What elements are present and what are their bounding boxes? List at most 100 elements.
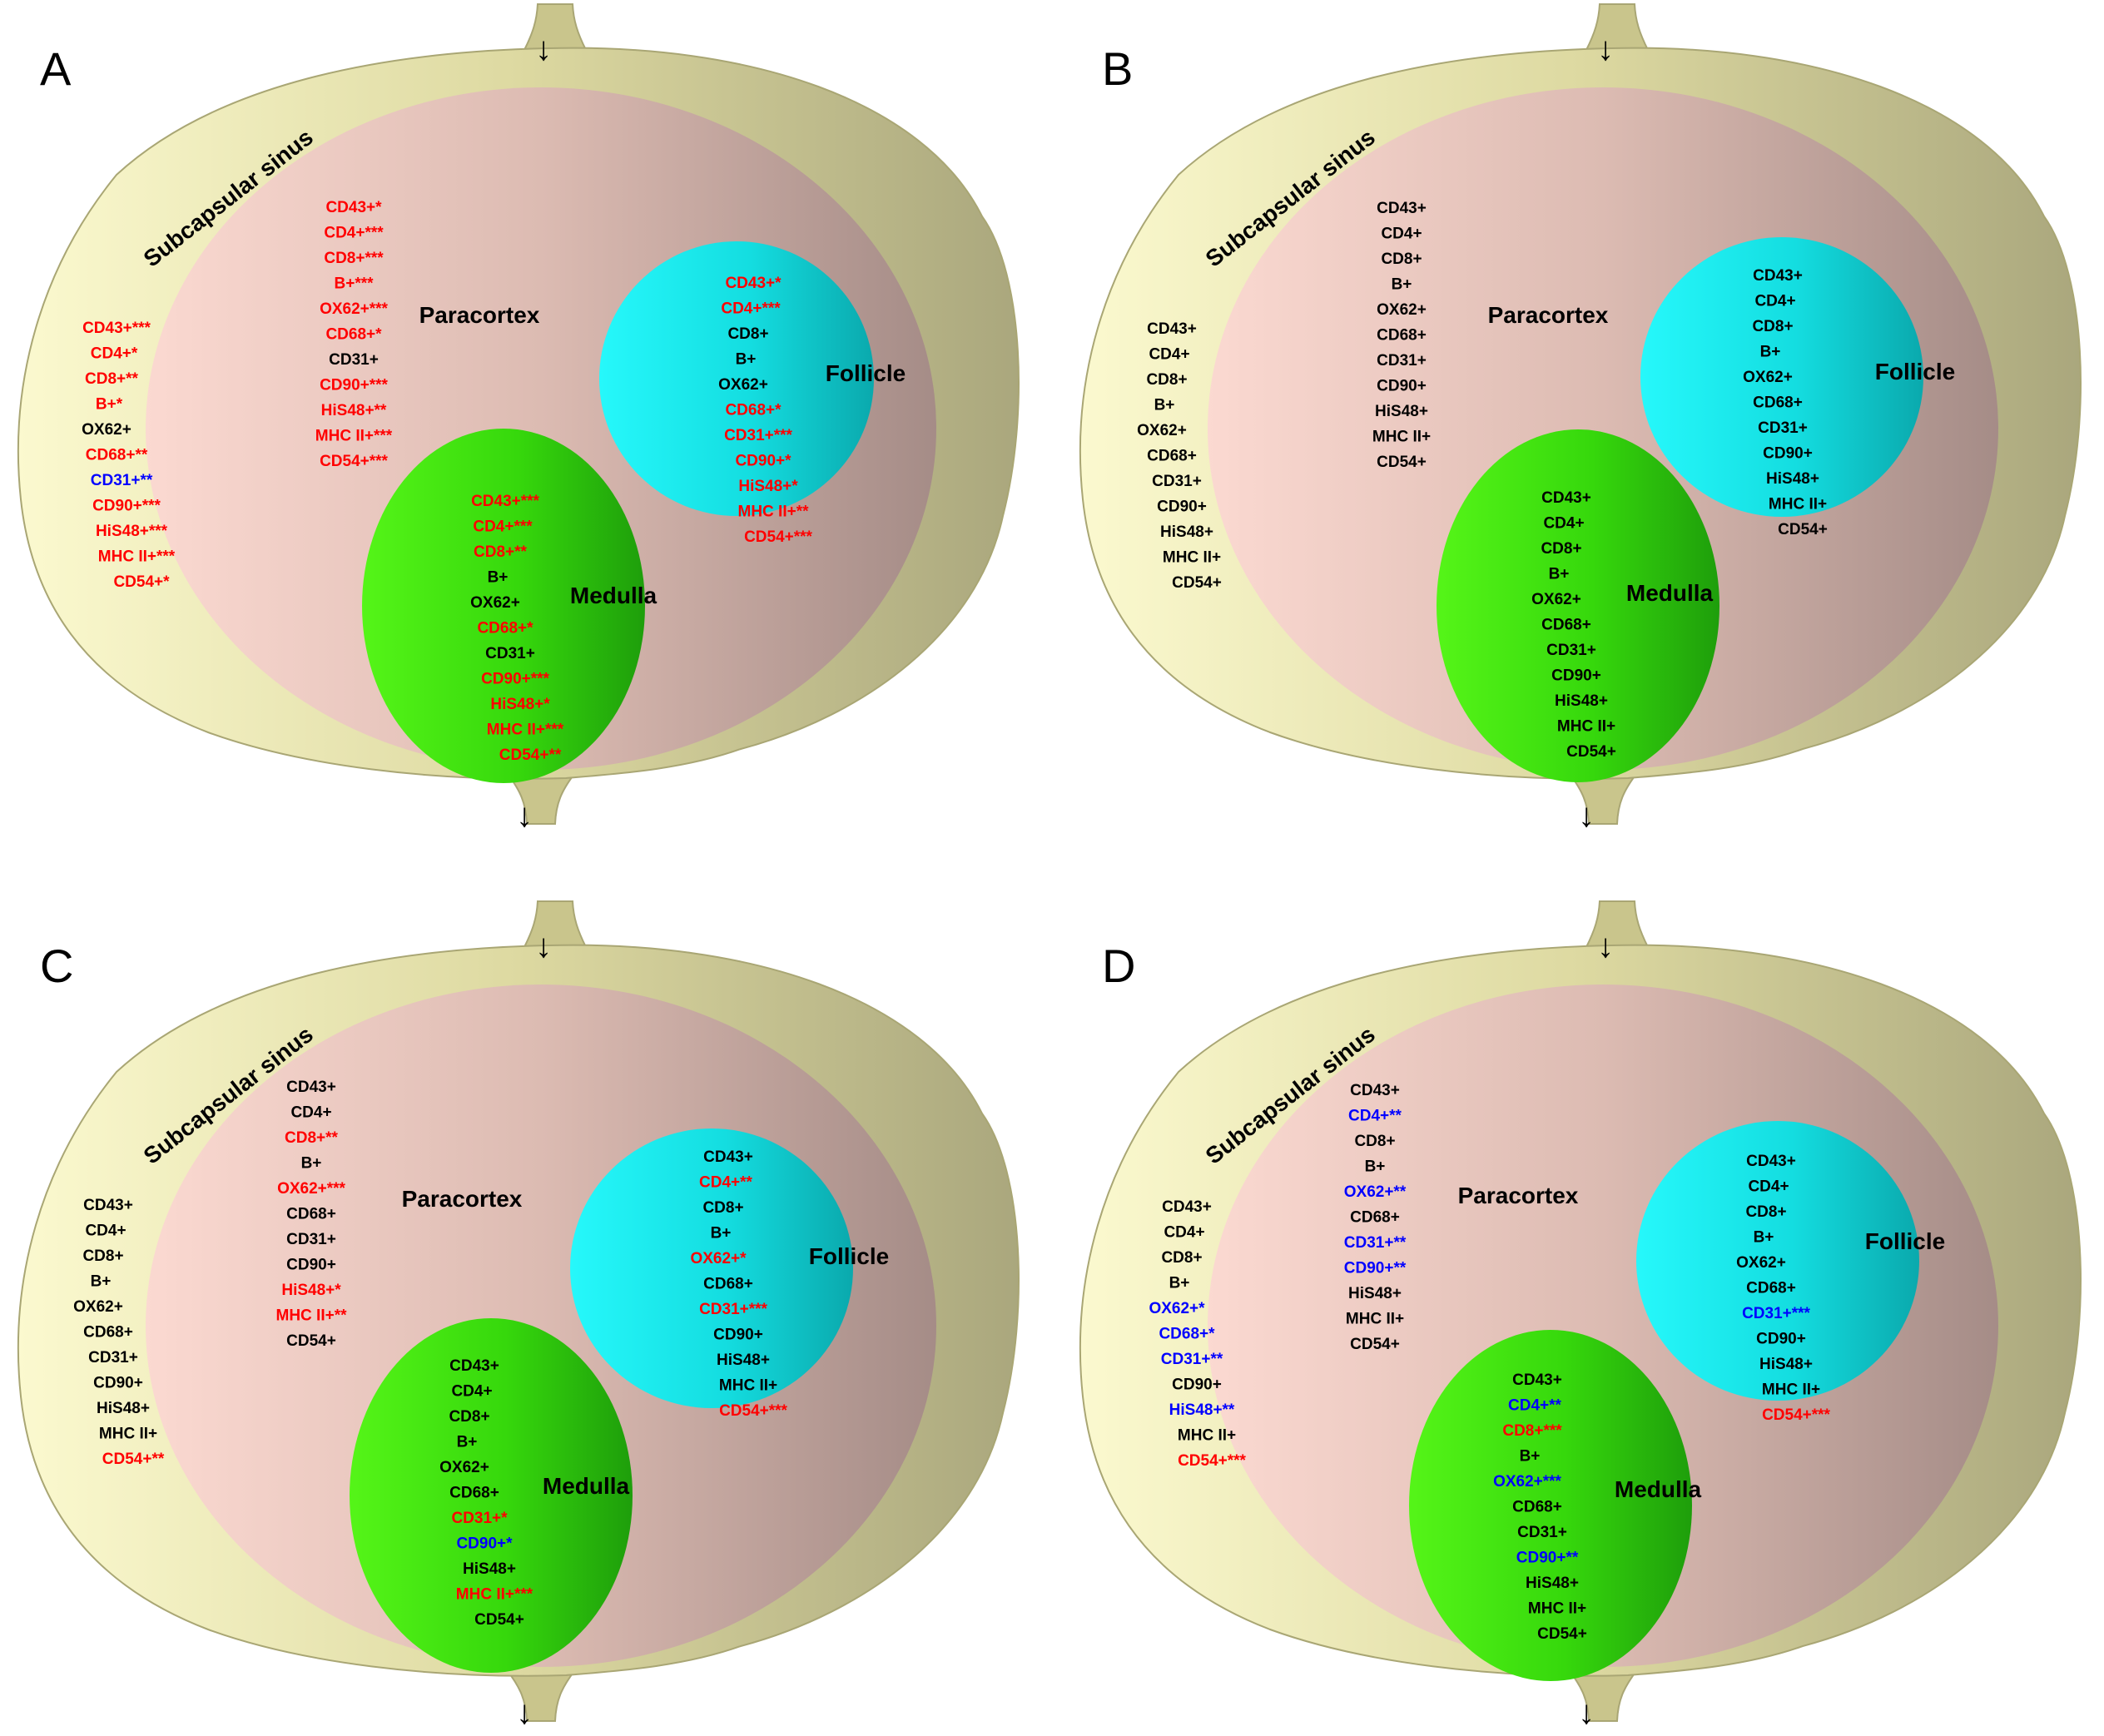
marker-label: MHC II+ — [1178, 1427, 1236, 1445]
inflow-arrow: ↓ — [1597, 31, 1614, 67]
marker-label: CD43+ — [1147, 320, 1197, 338]
paracortex-marker-list: CD43+CD4+**CD8+B+OX62+**CD68+CD31+**CD90… — [1344, 1082, 1407, 1353]
follicle-marker-list: CD43+CD4+CD8+B+OX62+CD68+CD31+CD90+HiS48… — [1743, 267, 1828, 538]
marker-label: B+ — [1760, 344, 1781, 361]
marker-label: OX62+* — [690, 1250, 747, 1267]
follicle-label: Follicle — [1875, 359, 1955, 384]
marker-label: CD4+** — [1348, 1108, 1402, 1125]
marker-label: CD90+ — [713, 1327, 763, 1344]
marker-label: CD43+ — [83, 1197, 133, 1214]
marker-label: OX62+ — [439, 1459, 489, 1476]
marker-label: HiS48+ — [1375, 403, 1428, 420]
marker-label: CD8+ — [1161, 1249, 1202, 1267]
marker-label: CD68+ — [703, 1276, 753, 1293]
marker-label: CD8+ — [702, 1199, 743, 1217]
marker-label: CD43+* — [325, 199, 382, 216]
marker-label: CD31+*** — [699, 1301, 767, 1318]
sinus-marker-list: CD43+***CD4+*CD8+**B+*OX62+CD68+**CD31+*… — [82, 320, 176, 591]
marker-label: CD4+ — [85, 1223, 126, 1240]
marker-label: OX62+ — [82, 421, 132, 439]
marker-label: CD4+ — [1748, 1178, 1789, 1196]
marker-label: CD8+ — [1146, 371, 1187, 389]
marker-label: CD54+*** — [744, 528, 812, 546]
marker-label: CD90+*** — [481, 671, 549, 688]
marker-label: B+ — [488, 569, 509, 587]
marker-label: B+ — [736, 351, 757, 369]
marker-label: CD54+ — [1172, 574, 1222, 592]
marker-label: B+* — [96, 396, 123, 414]
paracortex-label: Paracortex — [402, 1186, 523, 1212]
paracortex-marker-list: CD43+CD4+CD8+B+OX62+CD68+CD31+CD90+HiS48… — [1372, 200, 1431, 471]
marker-label: CD43+*** — [471, 493, 539, 510]
marker-label: MHC II+*** — [487, 722, 564, 739]
marker-label: CD31+ — [485, 645, 535, 662]
marker-label: HiS48+ — [1555, 692, 1608, 710]
marker-label: CD8+** — [474, 543, 527, 561]
medulla-region — [1409, 1330, 1692, 1681]
marker-label: B+ — [1754, 1229, 1774, 1247]
marker-label: CD68+* — [477, 620, 533, 637]
marker-label: CD4+*** — [473, 518, 533, 536]
marker-label: CD31+ — [88, 1349, 138, 1366]
marker-label: CD43+ — [1746, 1153, 1796, 1170]
marker-label: CD90+ — [1551, 667, 1601, 685]
marker-label: MHC II+*** — [456, 1586, 533, 1604]
marker-label: OX62+ — [1137, 422, 1187, 439]
marker-label: CD68+ — [1512, 1499, 1562, 1516]
marker-label: CD4+ — [1381, 226, 1422, 243]
marker-label: B+ — [1169, 1275, 1190, 1292]
marker-label: MHC II+ — [1163, 549, 1221, 567]
marker-label: CD4+** — [1508, 1397, 1561, 1415]
marker-label: B+ — [711, 1225, 732, 1242]
marker-label: HiS48+ — [717, 1352, 770, 1369]
marker-label: B+ — [457, 1434, 478, 1451]
marker-label: OX62+ — [1736, 1254, 1786, 1272]
marker-label: CD4+ — [1149, 346, 1189, 364]
afferent-vessel — [1585, 3, 1650, 51]
marker-label: CD54+ — [1778, 521, 1828, 538]
efferent-vessel — [1568, 773, 1638, 825]
marker-label: CD8+ — [1541, 540, 1581, 558]
marker-label: CD54+** — [499, 746, 562, 764]
marker-label: CD43+ — [286, 1079, 336, 1096]
marker-label: MHC II+** — [276, 1307, 348, 1325]
marker-label: CD43+ — [1541, 489, 1591, 507]
marker-label: CD90+ — [1172, 1376, 1222, 1394]
medulla-region — [362, 429, 645, 783]
marker-label: CD4+ — [451, 1383, 492, 1401]
marker-label: CD8+ — [1752, 318, 1793, 335]
medulla-label: Medulla — [1615, 1476, 1702, 1502]
outflow-arrow: ↓ — [1578, 797, 1595, 834]
marker-label: CD8+*** — [1502, 1422, 1562, 1440]
marker-label: CD68+* — [1159, 1326, 1215, 1343]
marker-label: CD31+*** — [724, 427, 792, 444]
marker-label: HiS48+** — [321, 402, 387, 419]
medulla-label: Medulla — [543, 1473, 630, 1499]
inflow-arrow: ↓ — [535, 928, 552, 965]
panel-letter: B — [1102, 42, 1133, 95]
marker-label: CD8+** — [85, 370, 138, 388]
follicle-label: Follicle — [826, 360, 906, 386]
marker-label: CD54+ — [1350, 1336, 1400, 1353]
marker-label: MHC II+ — [1762, 1381, 1820, 1399]
marker-label: CD90+*** — [92, 498, 161, 515]
marker-label: OX62+*** — [320, 300, 388, 318]
medulla-label: Medulla — [1626, 580, 1714, 606]
marker-label: B+ — [1392, 276, 1412, 294]
efferent-vessel — [506, 773, 576, 825]
afferent-vessel — [523, 3, 588, 51]
follicle-region — [1636, 1121, 1919, 1401]
marker-label: B+ — [91, 1273, 112, 1291]
marker-label: CD8+** — [285, 1129, 338, 1147]
follicle-label: Follicle — [1865, 1228, 1945, 1254]
marker-label: CD4+ — [1164, 1224, 1204, 1242]
marker-label: HiS48+ — [1759, 1356, 1813, 1373]
sinus-marker-list: CD43+CD4+CD8+B+OX62+CD68+CD31+CD90+HiS48… — [73, 1197, 165, 1468]
marker-label: CD43+ — [1377, 200, 1427, 217]
marker-label: CD90+** — [1344, 1260, 1407, 1277]
marker-label: CD54+ — [286, 1332, 336, 1350]
